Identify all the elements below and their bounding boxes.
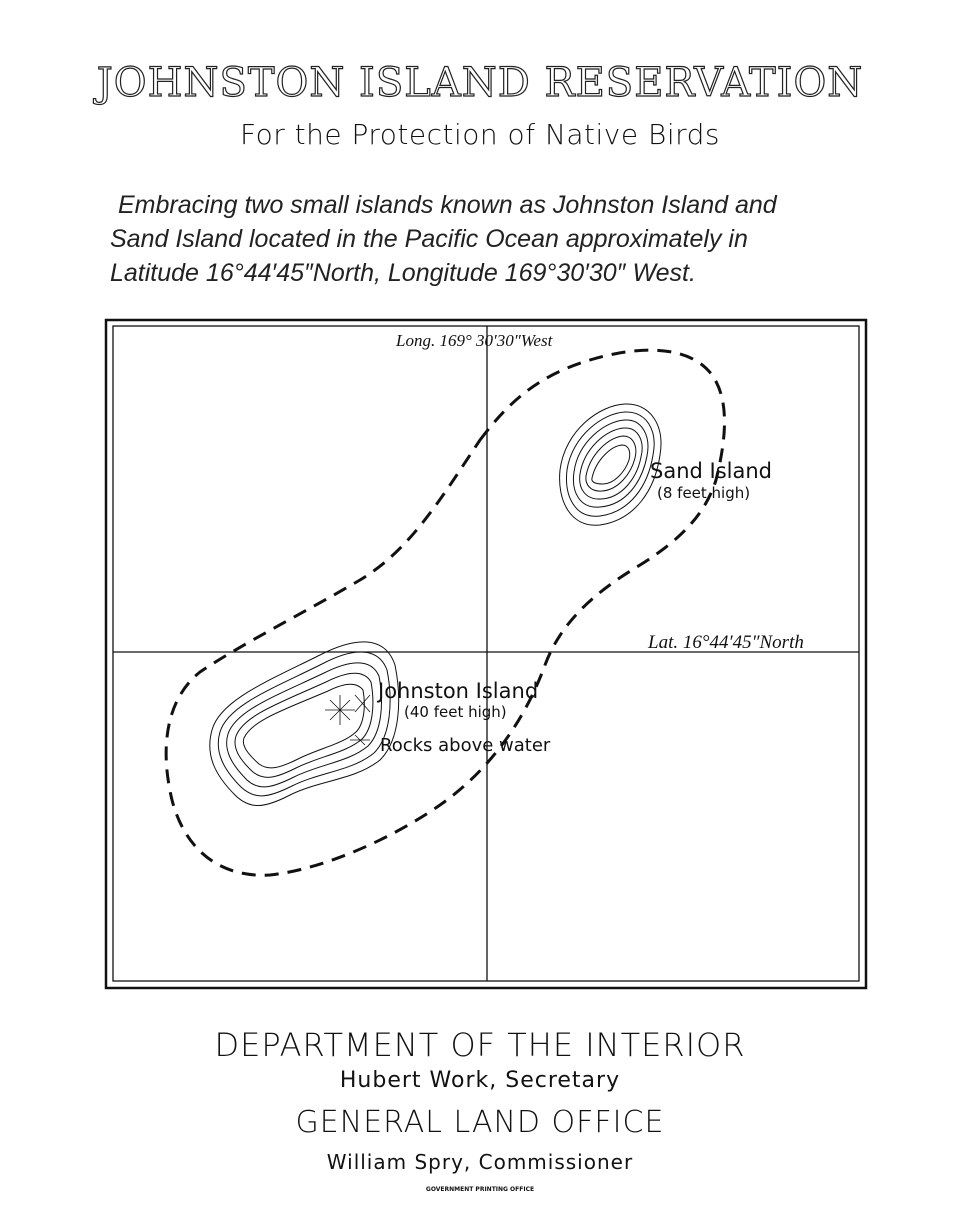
department-name: DEPARTMENT OF THE INTERIOR <box>214 1026 746 1064</box>
printer-imprint: GOVERNMENT PRINTING OFFICE <box>425 1186 535 1193</box>
document-title: JOHNSTON ISLAND RESERVATION <box>96 59 864 106</box>
map-inner-border <box>112 325 860 982</box>
reservation-boundary <box>164 348 726 877</box>
johnston-island-contours <box>209 641 400 806</box>
description-line-1: Embracing two small islands known as Joh… <box>118 191 777 219</box>
rocks-label: Rocks above water <box>380 735 551 756</box>
commissioner-name: William Spry, Commissioner <box>326 1150 634 1174</box>
secretary-name: Hubert Work, Secretary <box>339 1068 621 1093</box>
office-name: GENERAL LAND OFFICE <box>295 1105 665 1140</box>
map-outer-border <box>104 318 868 990</box>
document-subtitle: For the Protection of Native Birds <box>240 118 720 151</box>
latitude-label: Lat. 16°44′45″North <box>647 632 804 653</box>
sand-island-label: Sand Island <box>650 459 772 483</box>
sand-island-contours <box>559 403 662 526</box>
johnston-island-height: (40 feet high) <box>404 703 507 721</box>
longitude-label: Long. 169° 30′30″West <box>395 331 554 350</box>
rocks-hatching <box>325 694 371 746</box>
description-line-3: Latitude 16°44′45″North, Longitude 169°3… <box>110 259 696 287</box>
johnston-island-label: Johnston Island <box>376 679 538 703</box>
sand-island-height: (8 feet high) <box>657 484 750 502</box>
reservation-map: Long. 169° 30′30″West Lat. 16°44′45″Nort… <box>104 318 868 990</box>
description-line-2: Sand Island located in the Pacific Ocean… <box>110 225 748 253</box>
